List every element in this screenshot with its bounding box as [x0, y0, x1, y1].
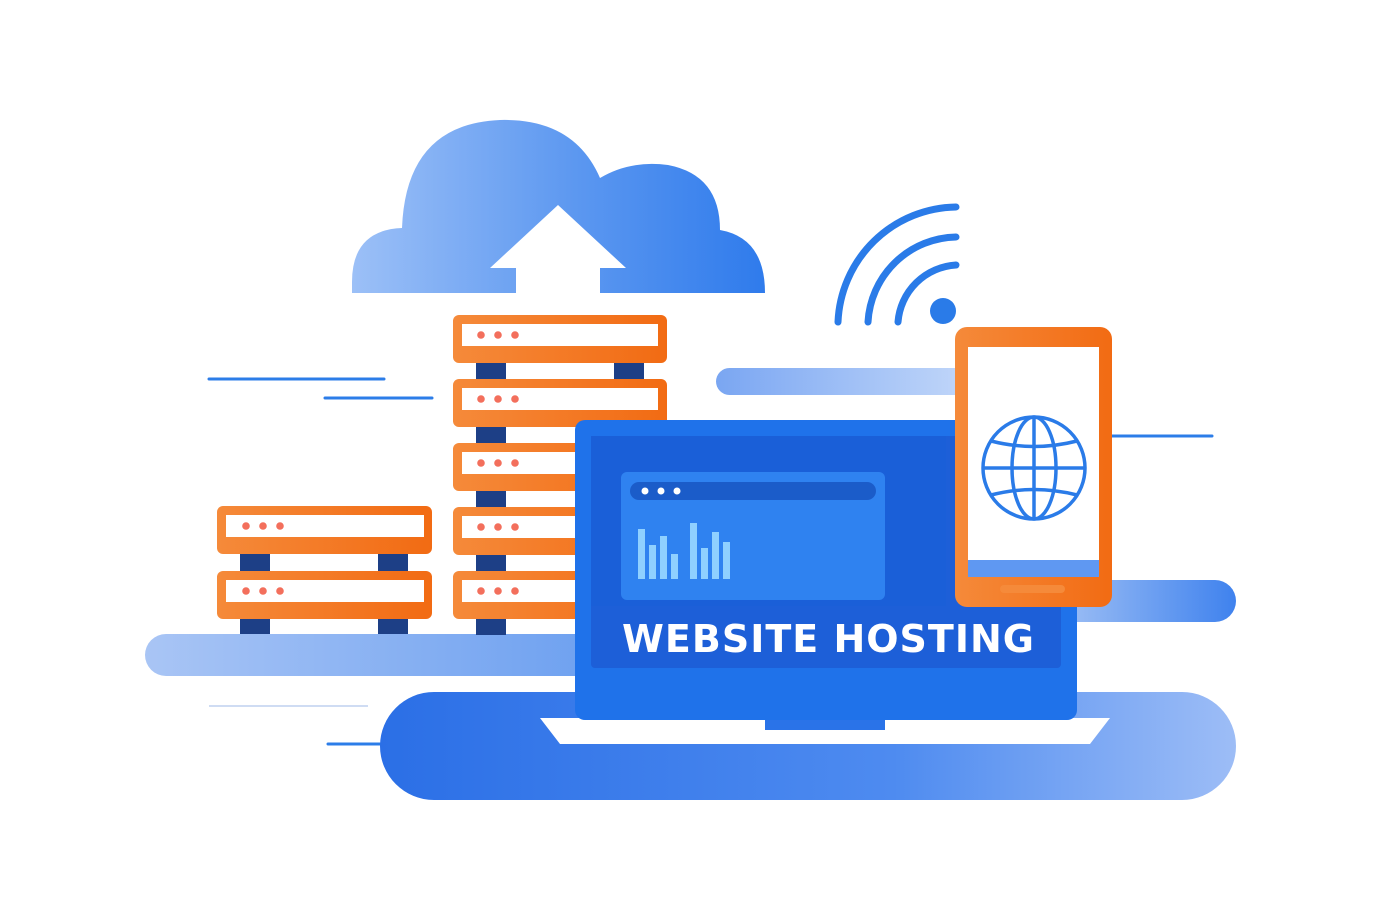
globe-icon: [981, 415, 1087, 521]
chart-bar: [671, 554, 678, 579]
browser-window: [621, 472, 885, 600]
caption: WEBSITE HOSTING: [622, 617, 1035, 661]
cloud-upload-icon: [352, 119, 765, 295]
chart-bar: [701, 548, 708, 579]
chart-bar: [649, 545, 656, 579]
smartphone: [955, 327, 1112, 607]
chart-bar: [690, 523, 697, 579]
bar-chart-icon: [638, 523, 730, 579]
left-platform-pill: [145, 634, 615, 676]
server-rack-icon: [217, 506, 432, 634]
chart-bar: [712, 532, 719, 579]
wifi-icon: [834, 203, 960, 326]
top-pill: [716, 368, 1028, 395]
chart-bar: [660, 536, 667, 579]
chart-bar: [638, 529, 645, 579]
laptop: WEBSITE HOSTING: [540, 420, 1110, 744]
chart-bar: [723, 542, 730, 579]
